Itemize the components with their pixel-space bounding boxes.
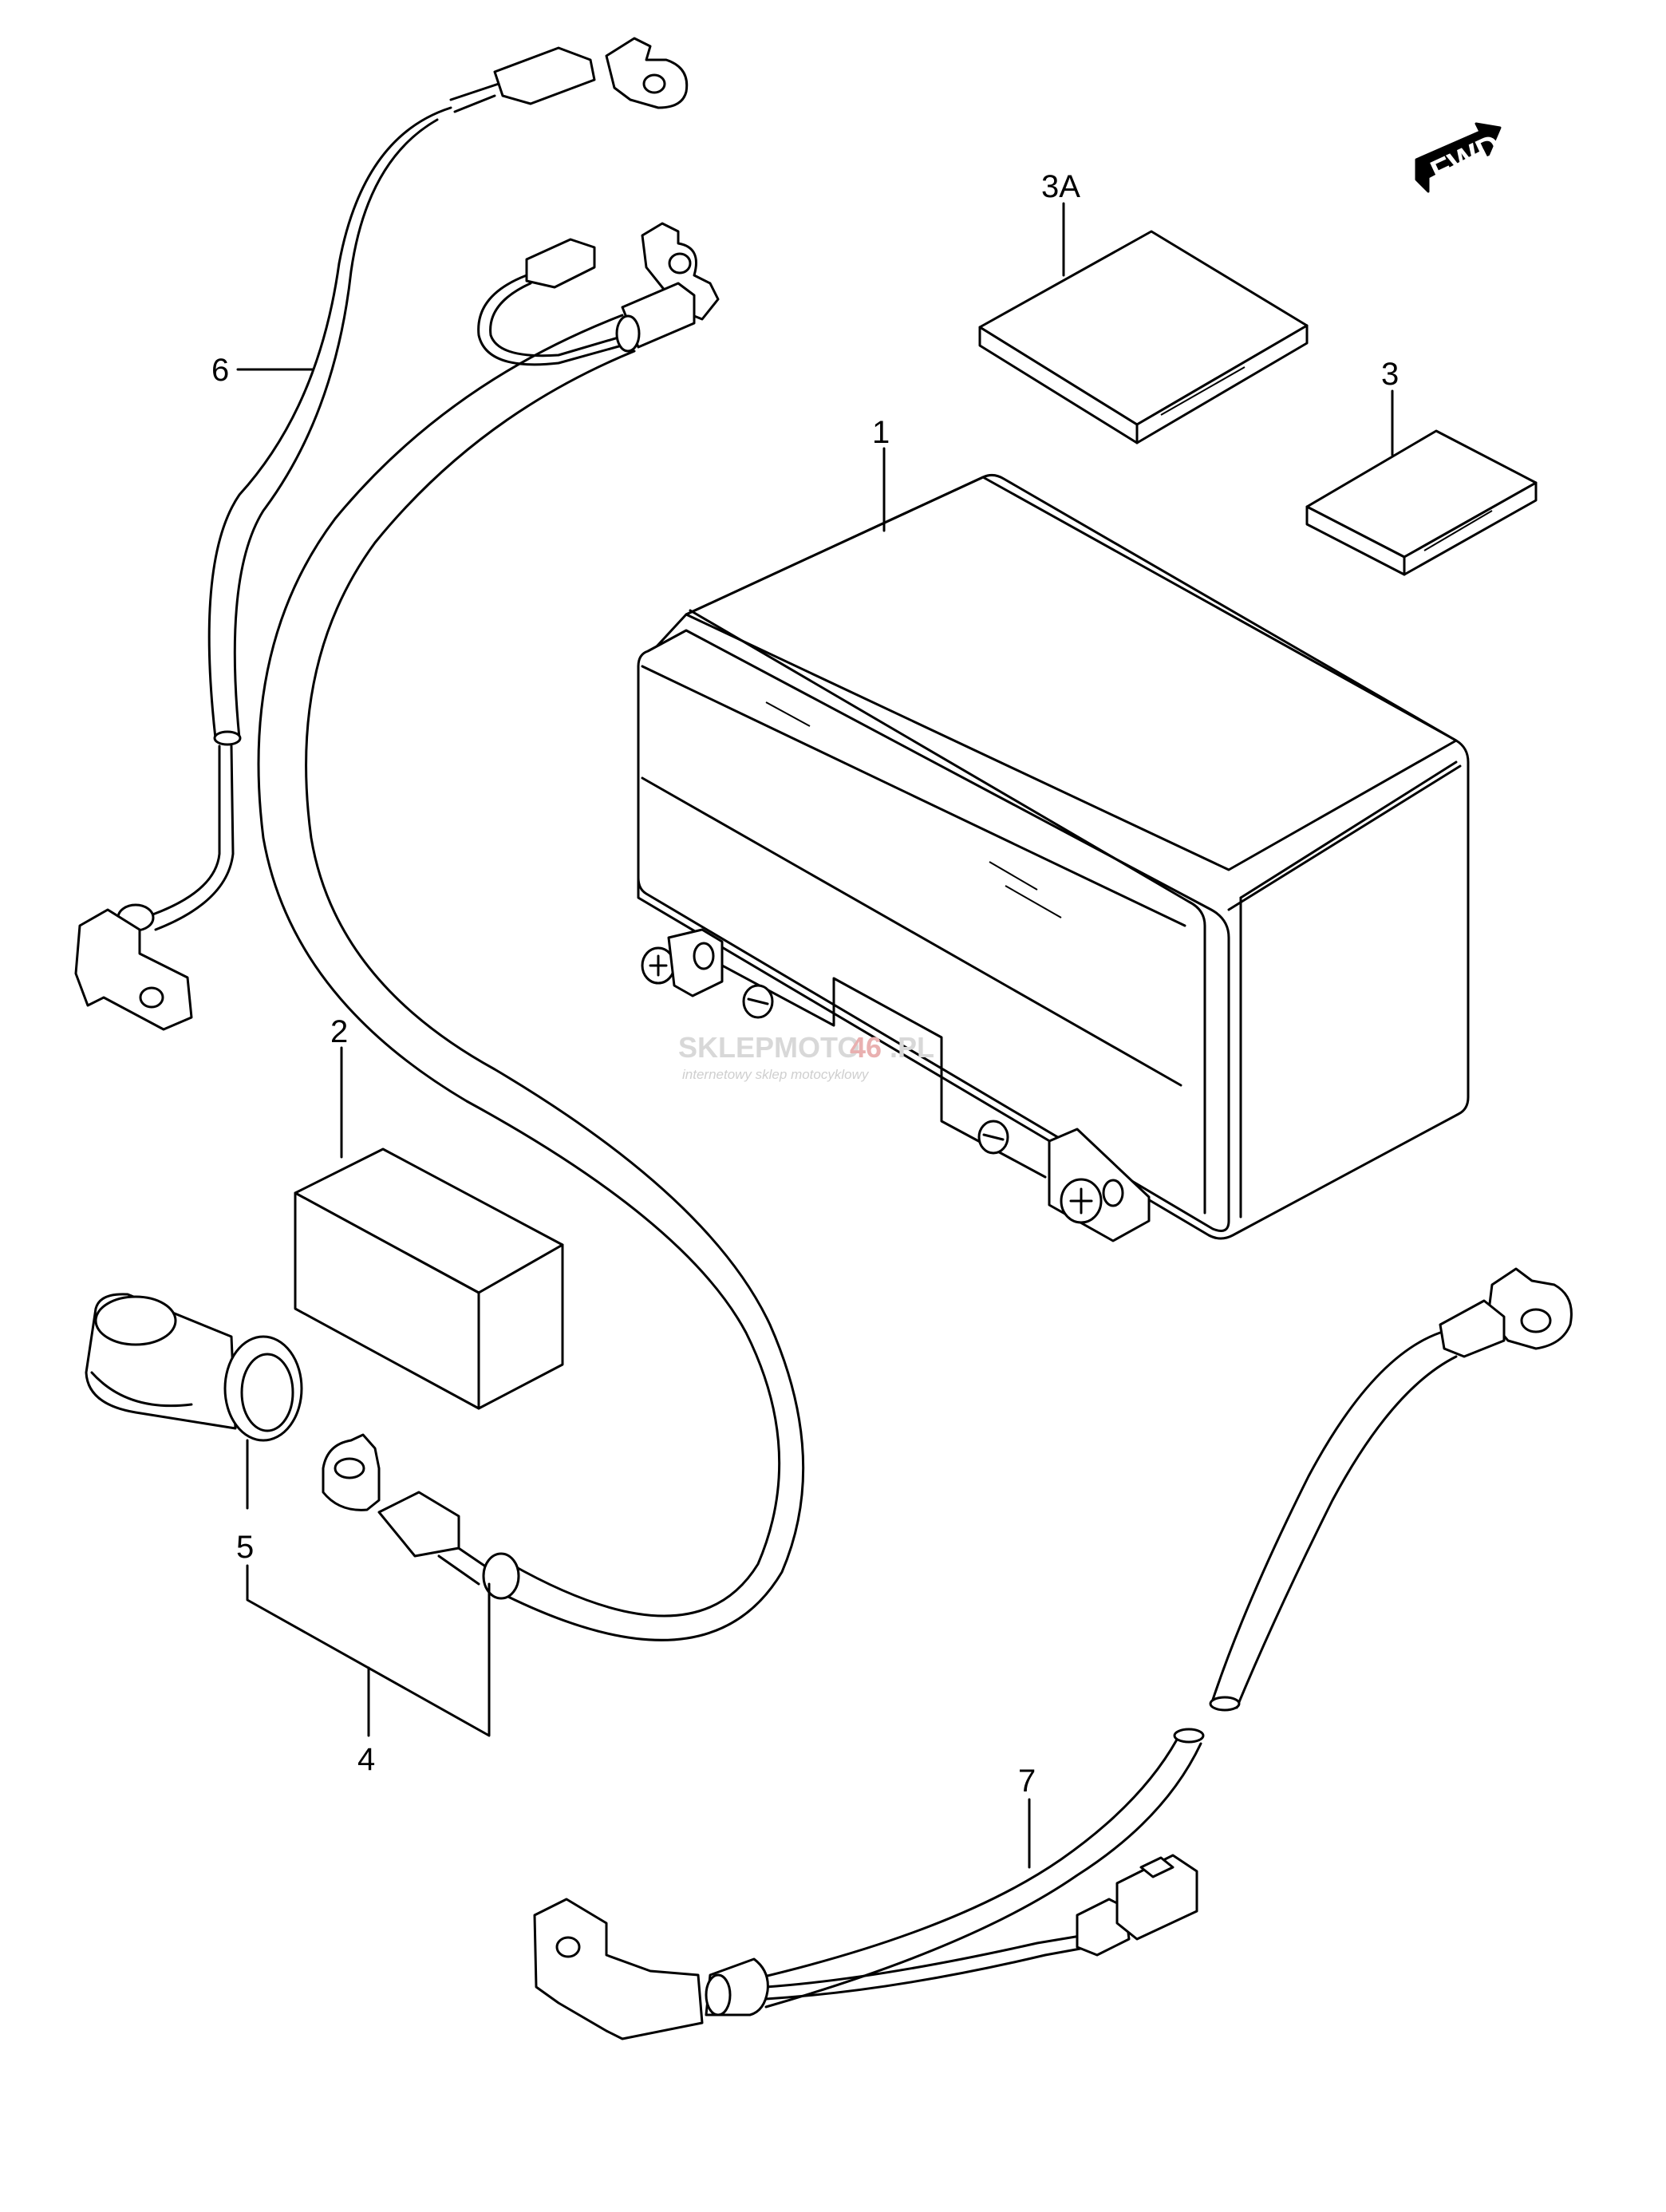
part-4-cable [257, 222, 805, 1641]
callout-leaders [236, 202, 1394, 1869]
callout-7: 7 [1018, 1764, 1036, 1799]
part-5-boot [85, 1293, 303, 1442]
watermark-brand-a: SKLEPMOTO [678, 1031, 859, 1064]
part-3-pad [1305, 429, 1538, 576]
callout-3a: 3A [1041, 169, 1080, 204]
callout-1: 1 [872, 415, 890, 450]
watermark: SKLEPMOTO 46 .PL internetowy sklep motoc… [678, 1031, 934, 1082]
callout-4: 4 [357, 1742, 375, 1777]
part-7-cable [533, 1267, 1573, 2040]
callout-3: 3 [1381, 357, 1399, 392]
watermark-brand-c: .PL [890, 1031, 934, 1064]
watermark-brand-b: 46 [850, 1031, 882, 1064]
part-2-block [294, 1147, 564, 1410]
callout-6: 6 [211, 353, 229, 388]
callout-5: 5 [236, 1530, 254, 1565]
part-1-battery [637, 473, 1470, 1242]
part-3a-pad [978, 230, 1309, 444]
fwd-arrow-icon: FWD [1415, 122, 1506, 193]
watermark-tagline: internetowy sklep motocyklowy [682, 1067, 870, 1082]
part-6-cable [74, 37, 689, 1031]
callout-2: 2 [330, 1014, 348, 1049]
